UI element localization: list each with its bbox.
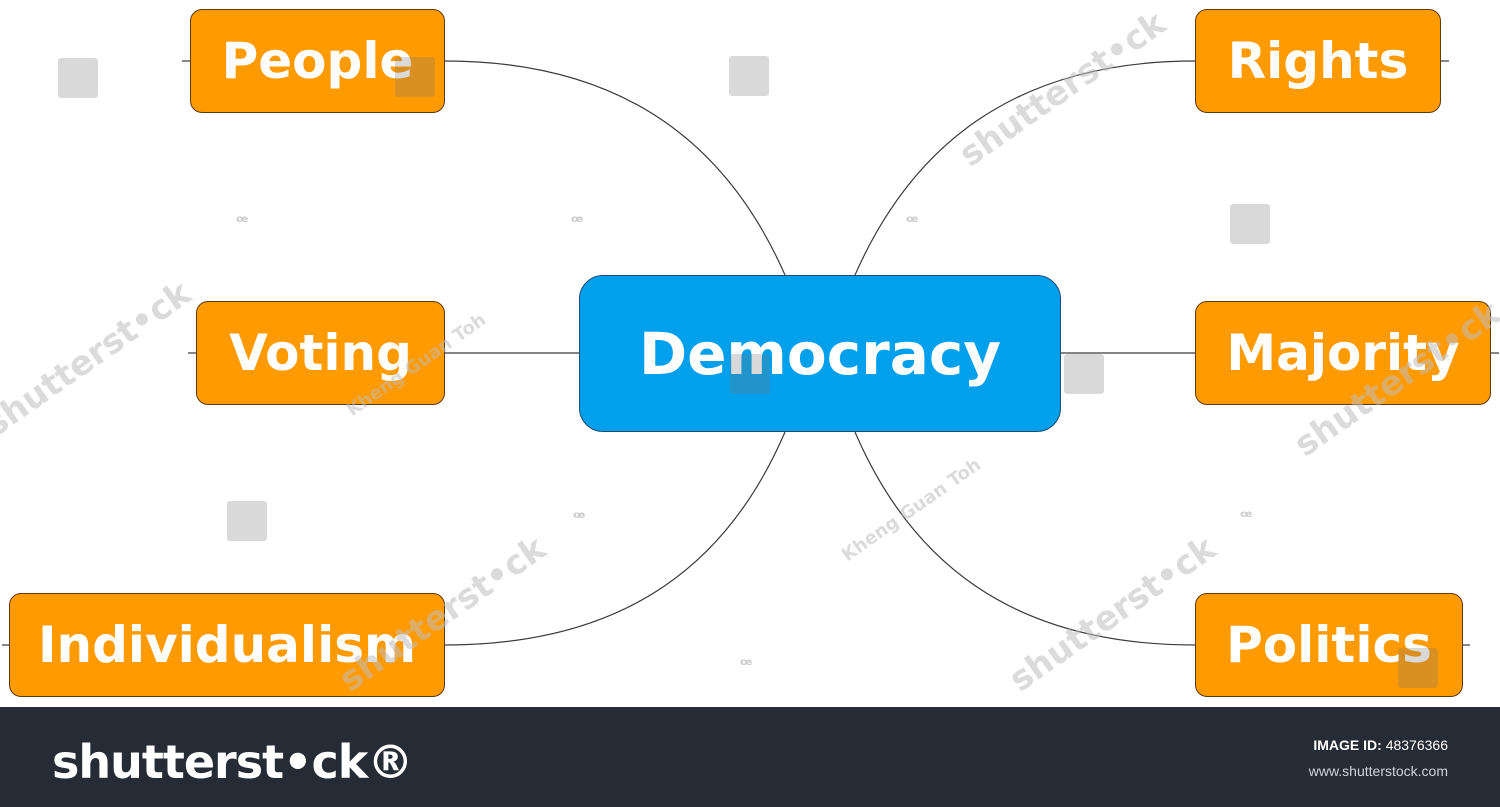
node-individualism: Individualism xyxy=(9,593,445,697)
connector-rights xyxy=(854,60,1196,276)
image-id-label: IMAGE ID: xyxy=(1313,737,1382,753)
watermark-glyph-icon: ꟹ xyxy=(236,212,249,233)
watermark-square xyxy=(227,501,267,541)
watermark-square xyxy=(1064,354,1104,394)
connector-politics xyxy=(854,431,1196,646)
mind-map-canvas: Democracy People Voting Individualism Ri… xyxy=(0,3,1500,700)
watermark-square xyxy=(58,58,98,98)
watermark-glyph-icon: ꟹ xyxy=(573,508,586,529)
connector-individualism xyxy=(444,431,786,646)
watermark-glyph-icon: ꟹ xyxy=(906,212,919,233)
watermark-square xyxy=(1398,648,1438,688)
node-politics: Politics xyxy=(1195,593,1463,697)
stock-brand-logo: shutterst•ck® xyxy=(52,735,413,789)
stock-footer-bar: shutterst•ck® IMAGE ID: 48376366 www.shu… xyxy=(0,707,1500,807)
watermark-glyph-icon: ꟹ xyxy=(740,655,753,676)
watermark-glyph-icon: ꟹ xyxy=(571,212,584,233)
image-id-value: 48376366 xyxy=(1385,737,1448,753)
watermark-square xyxy=(730,354,770,394)
watermark-square xyxy=(1230,204,1270,244)
site-url: www.shutterstock.com xyxy=(1308,763,1448,779)
watermark-square xyxy=(395,57,435,97)
watermark-square xyxy=(729,56,769,96)
node-majority: Majority xyxy=(1195,301,1491,405)
node-rights: Rights xyxy=(1195,9,1441,113)
image-id-line: IMAGE ID: 48376366 xyxy=(1313,737,1448,753)
connector-people xyxy=(444,60,786,276)
connector-lines xyxy=(2,60,1499,646)
node-voting: Voting xyxy=(196,301,445,405)
watermark-glyph-icon: ꟹ xyxy=(1240,507,1253,528)
center-node-democracy: Democracy xyxy=(579,275,1061,432)
node-people: People xyxy=(190,9,445,113)
